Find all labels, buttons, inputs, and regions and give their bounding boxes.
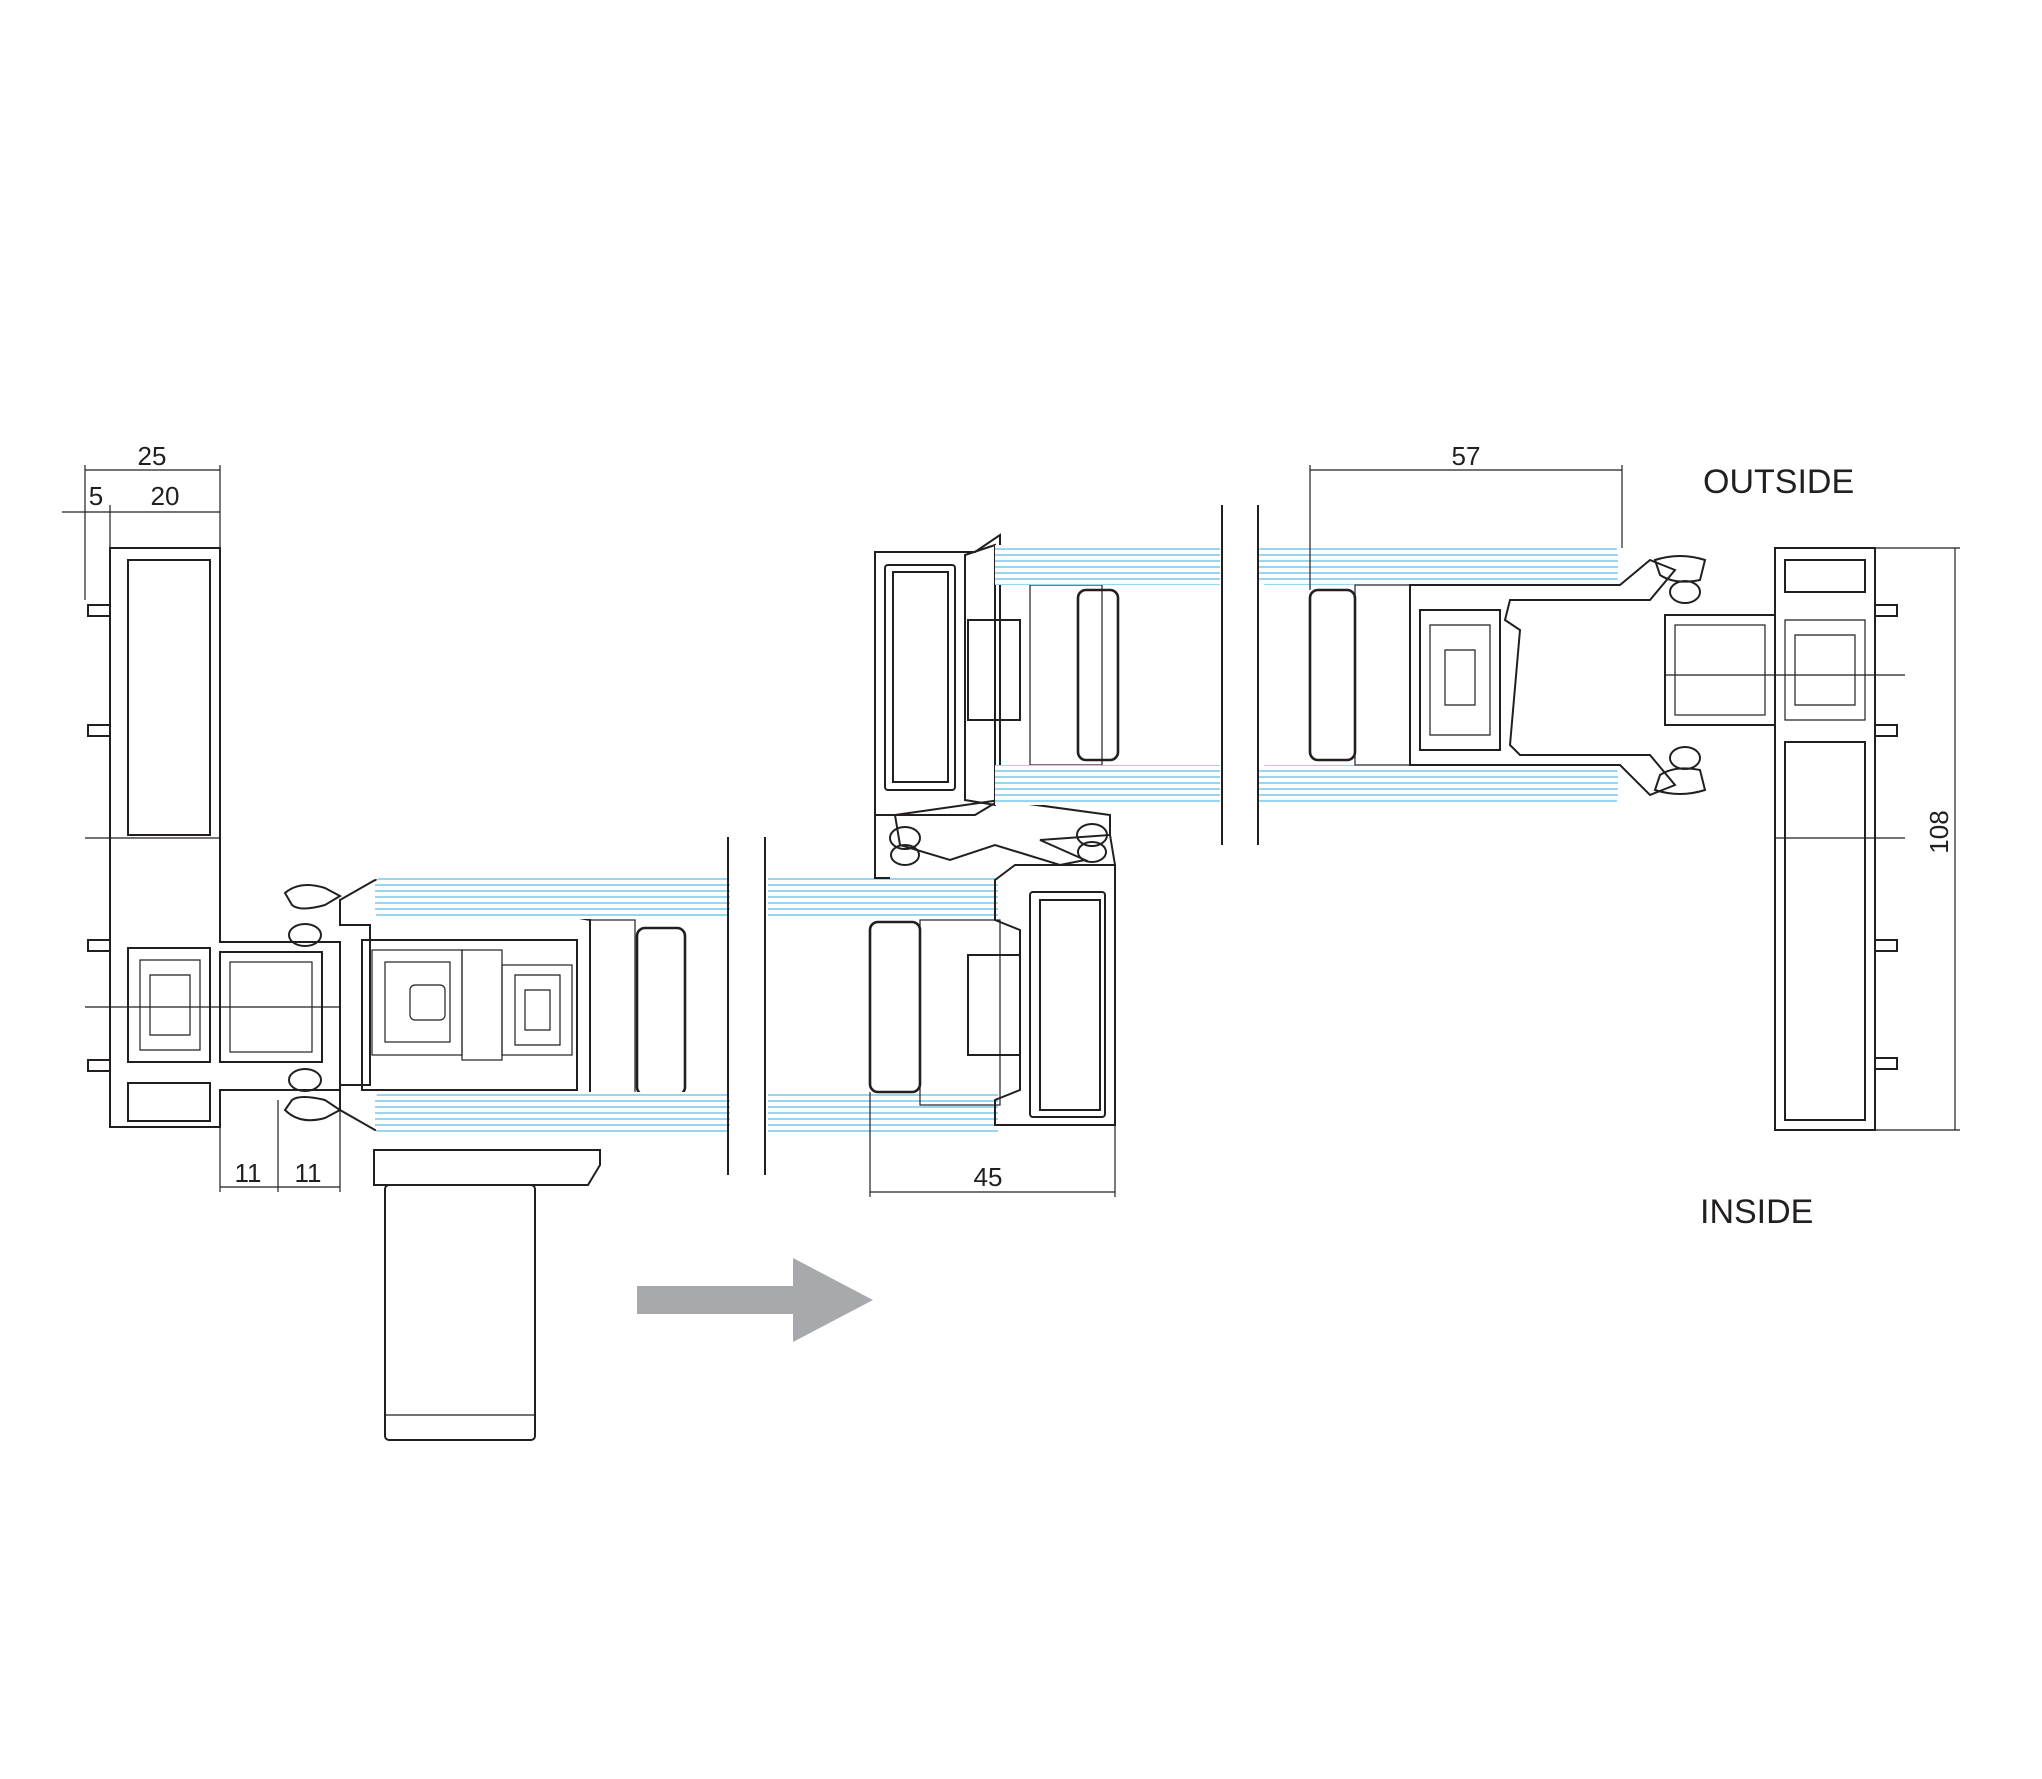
right-frame-profile [1664, 547, 1905, 1131]
middle-upper-sash [874, 533, 1120, 879]
right-sash-profile [1308, 555, 1707, 797]
dimension-lines [62, 465, 1960, 1197]
dim-bottom-mid: 45 [974, 1162, 1003, 1192]
dim-bottom-left-b: 11 [295, 1158, 322, 1188]
dim-right-height: 108 [1924, 810, 1954, 853]
left-sash-glass [375, 837, 998, 1175]
arrow-right-icon [637, 1258, 873, 1342]
dim-top-left-a: 5 [89, 481, 103, 511]
dimension-labels: 25 5 20 57 11 11 45 108 [89, 441, 1954, 1192]
outside-label: OUTSIDE [1703, 463, 1854, 501]
inside-label: INSIDE [1700, 1193, 1813, 1231]
left-sash-profile [283, 878, 687, 1441]
dim-top-right: 57 [1452, 441, 1481, 471]
upper-sash-glass [995, 505, 1618, 845]
dim-bottom-left-a: 11 [235, 1158, 262, 1188]
dim-top-left-b: 20 [151, 481, 180, 511]
left-frame-profile [85, 547, 341, 1128]
dim-top-left-total: 25 [138, 441, 167, 471]
